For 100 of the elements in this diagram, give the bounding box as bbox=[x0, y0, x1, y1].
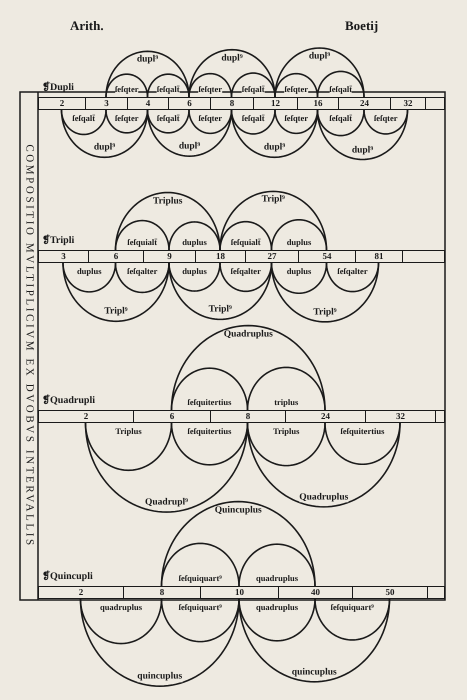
edge-label: Triplus bbox=[153, 196, 182, 206]
edge-label: duplus bbox=[182, 266, 207, 276]
empty-cell bbox=[435, 410, 445, 423]
number-cell: 6 bbox=[133, 410, 210, 423]
arc-connector bbox=[60, 110, 107, 136]
arc-connector bbox=[230, 110, 276, 135]
arc-connector bbox=[80, 598, 240, 687]
edge-label: ſeſquitertius bbox=[340, 426, 384, 436]
arc-connector bbox=[238, 598, 390, 683]
edge-label: Tripl⁹ bbox=[313, 308, 337, 318]
arc-connector bbox=[238, 598, 316, 642]
number-cell: 81 bbox=[355, 250, 402, 263]
edge-label: ſeſquiquart⁹ bbox=[178, 602, 222, 612]
edge-label: ſeſqter bbox=[198, 114, 222, 122]
arc-connector bbox=[246, 366, 326, 410]
edge-label: ſeſqalter bbox=[127, 266, 158, 276]
edge-label: dupl⁹ bbox=[136, 56, 158, 66]
edge-label: ſeſqter bbox=[198, 84, 222, 94]
edge-label: Quadruplus bbox=[224, 330, 273, 340]
arc-connector bbox=[316, 110, 408, 160]
number-cell: 4 bbox=[127, 97, 168, 110]
number-cell: 9 bbox=[143, 250, 195, 263]
arc-connector bbox=[105, 50, 190, 98]
arc-connector bbox=[274, 72, 318, 98]
arc-connector bbox=[274, 47, 365, 98]
number-cell: 32 bbox=[365, 410, 435, 423]
edge-label: ſeſqter bbox=[374, 114, 398, 122]
number-cell: 2 bbox=[38, 586, 123, 599]
edge-label: duplus bbox=[182, 238, 207, 246]
edge-label: ſeſquialt̄ bbox=[230, 238, 261, 246]
arc-connector bbox=[230, 110, 318, 158]
number-cell: 40 bbox=[278, 586, 352, 599]
arc-connector bbox=[246, 422, 401, 508]
edge-label: quadruplus bbox=[256, 602, 298, 612]
empty-cell bbox=[425, 97, 445, 110]
arc-connector bbox=[170, 367, 248, 410]
edge-label: Triplus bbox=[273, 426, 300, 436]
edge-label: Quadruplus bbox=[299, 493, 348, 503]
arc-connector bbox=[114, 220, 170, 250]
arc-connector bbox=[114, 192, 221, 250]
row-heading: ❡Dupli bbox=[42, 81, 74, 93]
arc-connector bbox=[84, 422, 248, 513]
edge-label: quadruplus bbox=[256, 574, 298, 582]
edge-label: ſeſquiquart⁹ bbox=[178, 574, 222, 582]
number-cell: 24 bbox=[338, 97, 390, 110]
edge-label: ſeſqalt̄ bbox=[242, 84, 265, 94]
edge-label: Quincuplus bbox=[214, 506, 262, 516]
edge-label: ſeſquitertius bbox=[188, 398, 232, 406]
edge-label: ſeſquiquart⁹ bbox=[330, 602, 374, 612]
number-cell: 12 bbox=[253, 97, 297, 110]
arc-connector bbox=[219, 220, 272, 250]
arc-connector bbox=[326, 262, 380, 292]
number-cell: 6 bbox=[168, 97, 210, 110]
arc-connector bbox=[114, 262, 170, 294]
number-cell: 24 bbox=[285, 410, 365, 423]
arc-connector bbox=[274, 110, 318, 134]
number-cell: 2 bbox=[38, 97, 85, 110]
edge-label: ſeſqalt̄ bbox=[329, 84, 352, 94]
arc-connector bbox=[160, 542, 240, 586]
arc-connector bbox=[62, 262, 116, 293]
edge-label: quincuplus bbox=[137, 672, 182, 682]
edge-label: dupl⁹ bbox=[221, 54, 243, 64]
arc-connector bbox=[270, 218, 328, 250]
arc-connector bbox=[105, 110, 148, 134]
arc-connector bbox=[168, 262, 221, 292]
number-cell: 32 bbox=[390, 97, 425, 110]
edge-label: Triplus bbox=[115, 426, 142, 436]
running-head: Arith. bbox=[70, 18, 104, 34]
edge-label: duplus bbox=[76, 266, 102, 276]
edge-label: quadruplus bbox=[100, 602, 142, 612]
arc-connector bbox=[230, 72, 276, 98]
edge-label: ſeſqalter bbox=[230, 266, 261, 276]
edge-label: ſeſqter bbox=[114, 114, 139, 122]
arc-connector bbox=[219, 190, 328, 250]
arc-connector bbox=[62, 262, 170, 322]
arc-connector bbox=[146, 110, 232, 157]
arc-connector bbox=[84, 422, 172, 472]
edge-label: quincuplus bbox=[292, 668, 337, 678]
arc-connector bbox=[60, 110, 148, 158]
edge-label: ſeſqalt̄ bbox=[156, 84, 180, 94]
edge-label: ſeſqalt̄ bbox=[329, 114, 352, 122]
arc-connector bbox=[316, 110, 365, 136]
edge-label: Tripl⁹ bbox=[262, 196, 285, 206]
arc-connector bbox=[188, 110, 232, 134]
arc-connector bbox=[324, 422, 401, 466]
arc-connector bbox=[170, 324, 326, 410]
edge-label: duplus bbox=[286, 238, 312, 246]
number-cell: 54 bbox=[298, 250, 355, 263]
edge-label: dupl⁹ bbox=[178, 142, 200, 152]
arc-connector bbox=[146, 110, 190, 134]
number-cell: 6 bbox=[88, 250, 143, 263]
number-cell: 27 bbox=[245, 250, 298, 263]
edge-label: ſeſquialt̄ bbox=[127, 238, 158, 246]
number-cell: 3 bbox=[85, 97, 127, 110]
arc-connector bbox=[188, 72, 232, 98]
arc-connector bbox=[170, 422, 248, 466]
arc-connector bbox=[105, 73, 148, 98]
running-head: Boetij bbox=[345, 18, 378, 34]
number-cell: 16 bbox=[297, 97, 338, 110]
vertical-title: COMPOSITIO MVLTIPLICIVM EX DVOBVS INTERVALLIS bbox=[24, 144, 34, 548]
